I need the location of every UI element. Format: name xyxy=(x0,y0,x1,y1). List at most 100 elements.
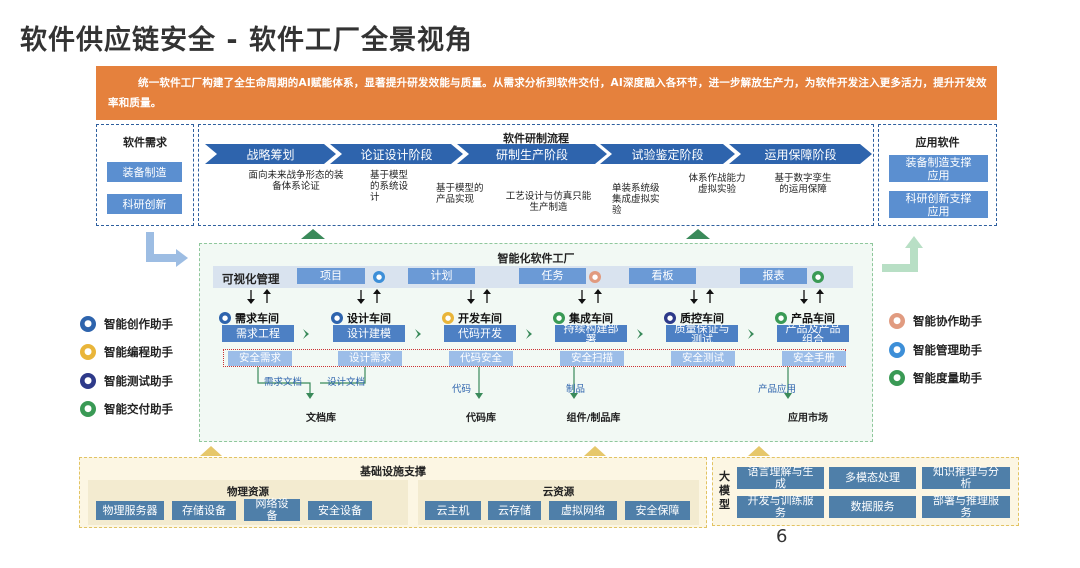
infra-item[interactable]: 云主机 xyxy=(425,501,481,520)
bot-icon: ● xyxy=(331,312,343,324)
assistant-label: 智能度量助手 xyxy=(913,371,982,385)
security-row-border xyxy=(223,349,846,367)
repository-cylinder[interactable]: 应用市场 xyxy=(761,398,855,428)
assistant-label: 智能创作助手 xyxy=(104,317,173,331)
security-item[interactable]: 安全扫描 xyxy=(560,351,624,366)
bot-icon: ● xyxy=(889,313,905,329)
assistant-legend-item: ●智能管理助手 xyxy=(889,342,982,358)
bot-icon: ● xyxy=(775,312,787,324)
repository-cylinder[interactable]: 代码库 xyxy=(431,398,531,428)
stage-chevron[interactable]: 试验鉴定阶段 xyxy=(600,144,735,164)
flow-label: 制品 xyxy=(566,384,586,395)
llm-item[interactable]: 多模态处理 xyxy=(829,467,916,489)
application-item[interactable]: 装备制造支撑应用 xyxy=(889,155,988,182)
bot-icon: ● xyxy=(553,312,565,324)
infra-item[interactable]: 网络设备 xyxy=(244,498,300,522)
repository-cylinder[interactable]: 组件/制品库 xyxy=(541,398,646,428)
llm-item[interactable]: 语言理解与生成 xyxy=(737,466,824,490)
up-arrow-icon xyxy=(748,446,770,456)
bot-icon: ● xyxy=(589,271,601,283)
stage-chevron[interactable]: 战略筹划 xyxy=(205,144,336,164)
flow-down-arrow-icon xyxy=(146,232,188,267)
cloud-resources-title: 云资源 xyxy=(542,486,575,498)
workshop-header: ● 产品车间 xyxy=(775,310,835,326)
viz-item[interactable]: 计划 xyxy=(408,268,475,284)
viz-item[interactable]: 任务 xyxy=(519,268,586,284)
infrastructure-title: 基础设施支撑 xyxy=(360,465,426,478)
stage-desc: 基于模型的产品实现 xyxy=(436,183,484,205)
infra-item[interactable]: 存储设备 xyxy=(172,501,236,520)
llm-item[interactable]: 部署与推理服务 xyxy=(922,495,1010,519)
bot-icon: ● xyxy=(812,271,824,283)
infra-item[interactable]: 云存储 xyxy=(488,501,541,520)
rd-flow-title: 软件研制流程 xyxy=(503,132,569,145)
llm-item[interactable]: 开发与训练服务 xyxy=(737,495,824,519)
workshop-header: ●开发车间 xyxy=(442,310,502,326)
workshop-task[interactable]: 代码开发 xyxy=(444,325,516,342)
infra-item[interactable]: 安全设备 xyxy=(308,501,372,520)
demand-item[interactable]: 装备制造 xyxy=(107,162,182,182)
bot-icon: ● xyxy=(219,312,231,324)
viz-item[interactable]: 看板 xyxy=(629,268,696,284)
bot-icon: ● xyxy=(889,370,905,386)
stage-chevron[interactable]: 论证设计阶段 xyxy=(330,144,463,164)
stage-desc: 基于模型的系统设计 xyxy=(370,170,409,203)
assistant-legend-item: ● 智能度量助手 xyxy=(889,370,982,386)
assistant-label: 智能协作助手 xyxy=(913,314,982,328)
infra-item[interactable]: 安全保障 xyxy=(625,501,690,520)
repository-cylinder[interactable]: 文档库 xyxy=(271,398,371,428)
llm-item[interactable]: 知识推理与分析 xyxy=(922,466,1010,490)
bot-icon: ● xyxy=(664,312,676,324)
bot-icon: ● xyxy=(80,316,96,332)
application-item[interactable]: 科研创新支撑应用 xyxy=(889,191,988,218)
physical-resources-title: 物理资源 xyxy=(227,486,269,498)
stage-desc: 体系作战能力虚拟实验 xyxy=(688,173,746,195)
workshop-header: ●需求车间 xyxy=(219,310,279,326)
viz-item[interactable]: 项目 xyxy=(297,268,365,284)
assistant-legend-item: ● 智能测试助手 xyxy=(80,373,173,389)
workshop-header: ●设计车间 xyxy=(331,310,391,326)
summary-banner: 统一软件工厂构建了全生命周期的AI赋能体系，显著提升研发效能与质量。从需求分析到… xyxy=(96,66,997,120)
infra-item[interactable]: 物理服务器 xyxy=(96,501,164,520)
flow-label: 产品应用 xyxy=(758,384,797,395)
workshop-task[interactable]: 需求工程 xyxy=(222,325,294,342)
stage-chevron[interactable]: 研制生产阶段 xyxy=(457,144,607,164)
bidirectional-arrows-icon xyxy=(247,289,824,304)
workshop-task[interactable]: 产品及产品组合 xyxy=(777,325,849,342)
workshop-name: 质控车间 xyxy=(680,312,724,325)
llm-item[interactable]: 数据服务 xyxy=(829,496,916,518)
stage-desc: 基于数字孪生的运用保障 xyxy=(774,173,832,195)
bot-icon: ● xyxy=(80,373,96,389)
stage-desc: 单装系统级集成虚拟实验 xyxy=(612,183,660,216)
bot-icon: ● xyxy=(442,312,454,324)
large-model-label: 大模型 xyxy=(719,470,730,511)
security-item[interactable]: 设计需求 xyxy=(338,351,402,366)
security-item[interactable]: 安全需求 xyxy=(228,351,292,366)
security-item[interactable]: 代码安全 xyxy=(449,351,513,366)
assistant-legend-item: ● 智能协作助手 xyxy=(889,313,982,329)
up-arrow-icon xyxy=(584,446,606,456)
workshop-header: ● 质控车间 xyxy=(664,310,724,326)
stage-chevron[interactable]: 运用保障阶段 xyxy=(729,144,872,164)
assistant-label: 智能交付助手 xyxy=(104,402,173,416)
viz-item[interactable]: 报表 xyxy=(740,268,807,284)
up-arrow-icon xyxy=(200,446,222,456)
up-arrow-icon xyxy=(686,229,710,239)
security-item[interactable]: 安全手册 xyxy=(782,351,846,366)
assistant-label: 智能编程助手 xyxy=(104,345,173,359)
workshop-task[interactable]: 设计建模 xyxy=(333,325,405,342)
application-software-title: 应用软件 xyxy=(915,136,960,149)
security-item[interactable]: 安全测试 xyxy=(671,351,735,366)
application-software-panel: 应用软件 装备制造支撑应用 科研创新支撑应用 xyxy=(878,124,997,226)
workshop-name: 产品车间 xyxy=(791,312,835,325)
software-demand-panel: 软件需求 装备制造 科研创新 xyxy=(96,124,194,226)
workshop-task[interactable]: 质量保证与测试 xyxy=(666,325,738,342)
infra-item[interactable]: 虚拟网络 xyxy=(549,501,617,520)
assistant-label: 智能测试助手 xyxy=(104,374,173,388)
bot-icon: ● xyxy=(80,344,96,360)
bot-icon: ● xyxy=(80,401,96,417)
stage-desc: 面向未来战争形态的装备体系论证 xyxy=(248,170,344,192)
workshop-task[interactable]: 持续构建部署 xyxy=(555,325,627,342)
assistant-legend-item: ● 智能交付助手 xyxy=(80,401,173,417)
demand-item[interactable]: 科研创新 xyxy=(107,194,182,214)
